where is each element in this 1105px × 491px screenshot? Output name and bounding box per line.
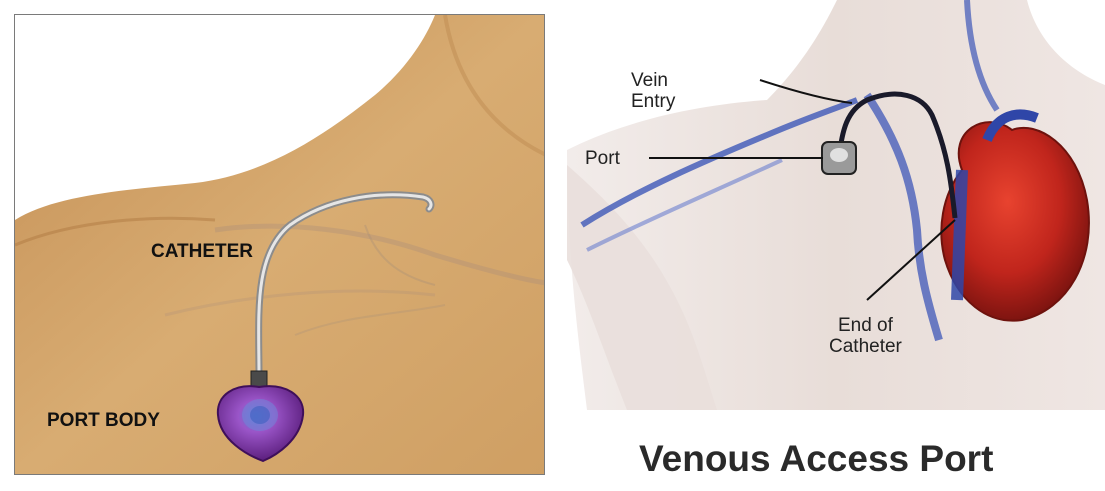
end-of-catheter-label: End of Catheter (829, 315, 902, 357)
diagram-title: Venous Access Port (639, 438, 993, 480)
port-body-label: PORT BODY (47, 410, 160, 432)
vein-entry-label: Vein Entry (631, 70, 675, 112)
catheter-label: CATHETER (151, 241, 253, 263)
shoulder-illustration (15, 15, 545, 475)
right-illustration-panel: Vein Entry Port End of Catheter Venous A… (567, 0, 1105, 491)
port-label: Port (585, 148, 620, 169)
left-illustration-panel: CATHETER PORT BODY (14, 14, 545, 475)
